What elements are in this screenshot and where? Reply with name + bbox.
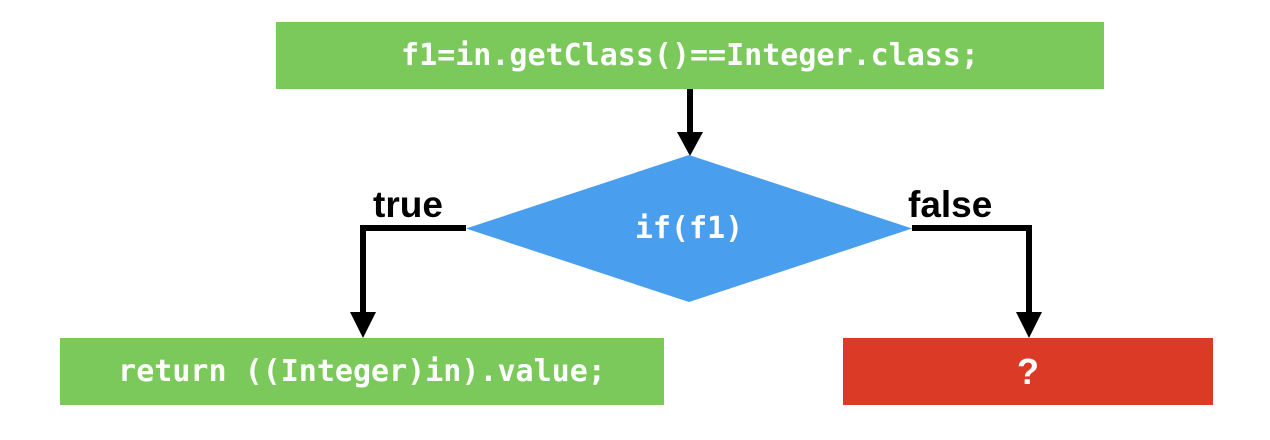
- node-unknown-branch[interactable]: ?: [843, 338, 1213, 405]
- edge-decision-true-arrowhead: [350, 312, 376, 338]
- node-return-statement[interactable]: return ((Integer)in).value;: [60, 338, 664, 405]
- node-assignment-statement[interactable]: f1=in.getClass()==Integer.class;: [276, 22, 1104, 89]
- edge-decision-false-arrowhead: [1016, 312, 1042, 338]
- edge-decision-true: [350, 225, 466, 338]
- edge-decision-true-line: [360, 225, 466, 318]
- node-unknown-branch-label: ?: [1017, 350, 1039, 392]
- edge-assign-to-decision: [677, 89, 703, 156]
- edge-label-false: false: [908, 184, 993, 225]
- diamond-shape-icon: [466, 155, 912, 302]
- edge-label-true: true: [373, 184, 443, 225]
- node-assignment-statement-label: f1=in.getClass()==Integer.class;: [401, 37, 979, 73]
- edge-decision-false: [912, 225, 1042, 338]
- edge-decision-false-line: [912, 225, 1032, 318]
- node-decision-if-f1[interactable]: if(f1): [466, 155, 912, 302]
- node-return-statement-label: return ((Integer)in).value;: [118, 353, 606, 389]
- node-decision-if-f1-label: if(f1): [634, 210, 744, 246]
- edge-assign-to-decision-arrowhead: [677, 132, 703, 156]
